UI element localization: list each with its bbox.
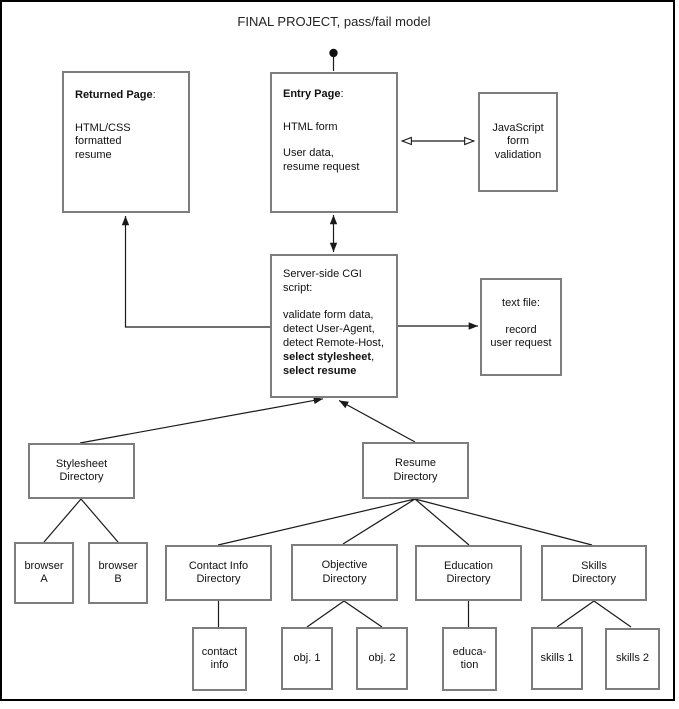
contact-info-directory-line: Directory: [196, 573, 241, 585]
skills-1-label: skills 1: [540, 651, 574, 664]
javascript-line: validation: [494, 148, 542, 161]
skills-directory-line: Directory: [571, 573, 616, 585]
obj-2-box: obj. 2: [356, 627, 408, 690]
education-directory-line: Education: [444, 559, 493, 572]
connector-cgi-to-returned-page: [121, 216, 270, 328]
cgi-body-line: detect Remote-Host,: [283, 337, 384, 349]
entry-page-box: Entry Page: HTML form User data, resume …: [270, 72, 398, 213]
connector-resume-contact-dir: [217, 498, 416, 546]
text-file-line: user request: [490, 337, 552, 349]
connector-skills-skills1: [556, 600, 595, 628]
javascript-line: form: [507, 135, 529, 148]
education-file-box: educa- tion: [442, 627, 497, 691]
skills-1-box: skills 1: [531, 627, 583, 690]
cgi-script-box: Server-side CGI script: validate form da…: [270, 254, 398, 398]
diagram-title: FINAL PROJECT, pass/fail model: [237, 14, 431, 29]
contact-info-file-line: info: [210, 659, 229, 671]
objective-directory-line: Objective: [321, 559, 368, 571]
connector-objective-obj1: [306, 600, 345, 628]
text-file-line: text file:: [502, 297, 540, 309]
resume-directory-line: Directory: [393, 470, 438, 483]
browser-b-box: browser B: [88, 542, 148, 604]
cgi-heading-line: script:: [283, 282, 313, 294]
objective-directory-box: Objective Directory: [291, 544, 398, 601]
javascript-validation-box: JavaScript form validation: [478, 92, 558, 192]
resume-directory-box: Resume Directory: [362, 442, 469, 499]
browser-a-line: A: [40, 573, 48, 585]
cgi-body-line: select stylesheet,: [283, 351, 375, 363]
entry-page-body-line: User data,: [283, 147, 334, 159]
connector-objective-obj2: [343, 600, 383, 628]
cgi-body-line: detect User-Agent,: [283, 323, 375, 335]
objective-directory-line: Directory: [322, 572, 367, 585]
skills-2-box: skills 2: [605, 628, 660, 690]
cgi-heading-line: Server-side CGI: [283, 268, 362, 280]
returned-page-box: Returned Page: HTML/CSS formatted resume: [62, 71, 190, 213]
entry-page-heading: Entry Page:: [283, 88, 344, 100]
obj-1-box: obj. 1: [281, 627, 333, 690]
text-file-line: record: [505, 323, 537, 336]
cgi-body-line: select resume: [283, 365, 357, 377]
education-directory-box: Education Directory: [415, 545, 522, 601]
returned-page-body-line: resume: [75, 148, 112, 161]
connector-resume-objective-dir: [342, 498, 416, 545]
entry-page-body-line: HTML form: [283, 120, 338, 133]
connector-stylesheet-browser-b: [80, 498, 119, 543]
contact-info-file-line: contact: [201, 645, 238, 658]
connector-skills-skills2: [593, 600, 632, 628]
stylesheet-directory-line: Stylesheet: [55, 457, 108, 470]
skills-directory-line: Skills: [581, 559, 607, 572]
text-file-box: text file: record user request: [480, 278, 562, 376]
skills-directory-box: Skills Directory: [541, 545, 647, 601]
cgi-body-line: validate form data,: [283, 309, 374, 321]
obj-2-label: obj. 2: [368, 651, 396, 664]
returned-page-heading: Returned Page:: [75, 89, 156, 101]
connector-resume-to-cgi: [338, 399, 416, 443]
stylesheet-directory-box: Stylesheet Directory: [28, 443, 135, 499]
connector-resume-skills-dir: [414, 498, 593, 546]
javascript-line: JavaScript: [492, 121, 544, 134]
contact-info-file-box: contact info: [192, 627, 247, 691]
browser-a-line: browser: [24, 559, 64, 572]
stylesheet-directory-line: Directory: [59, 471, 104, 483]
skills-2-label: skills 2: [615, 652, 649, 665]
obj-1-label: obj. 1: [293, 651, 321, 664]
start-dot: [329, 48, 338, 58]
resume-directory-line: Resume: [395, 457, 436, 469]
connector-resume-education-dir: [414, 498, 470, 546]
education-file-line: educa-: [452, 645, 487, 658]
returned-page-body-line: HTML/CSS formatted: [75, 121, 131, 148]
entry-page-body-line: resume request: [283, 160, 360, 173]
contact-info-directory-line: Contact Info: [188, 559, 249, 572]
browser-b-line: B: [114, 573, 122, 585]
contact-info-directory-box: Contact Info Directory: [165, 545, 272, 601]
connector-stylesheet-to-cgi: [79, 396, 324, 444]
education-directory-line: Directory: [446, 573, 491, 585]
browser-b-line: browser: [98, 559, 138, 572]
browser-a-box: browser A: [14, 542, 74, 604]
connector-stylesheet-browser-a: [43, 498, 82, 543]
education-file-line: tion: [460, 659, 479, 671]
